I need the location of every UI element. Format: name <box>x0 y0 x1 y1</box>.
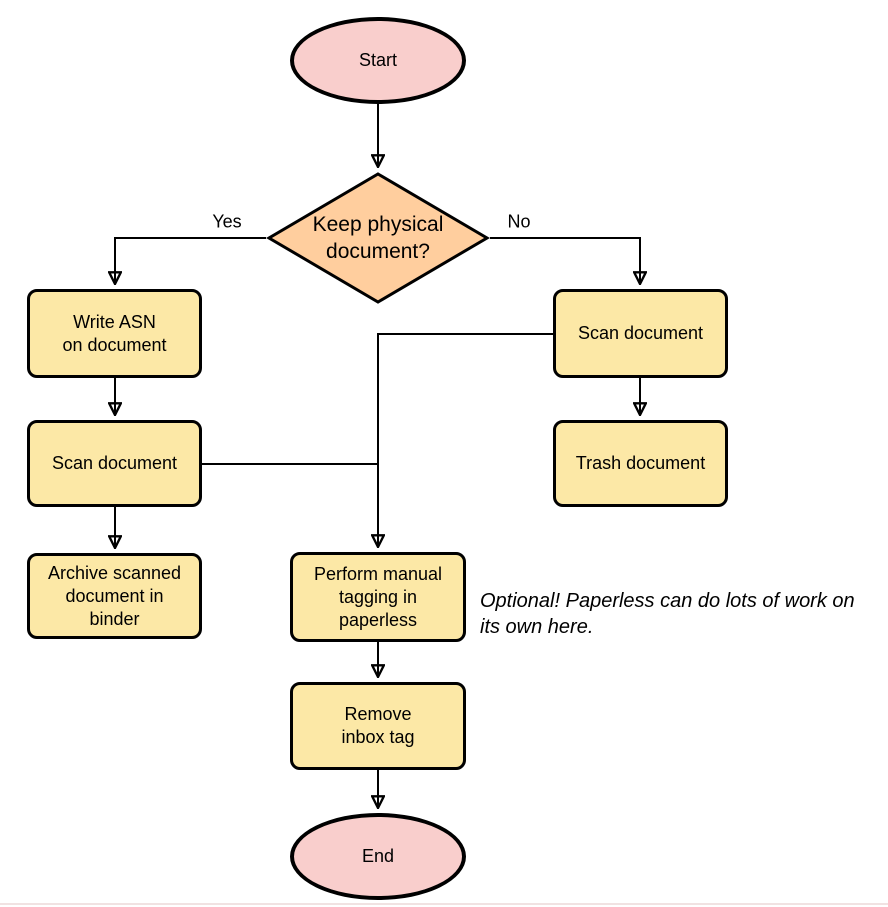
node-decision-label: Keep physical document? <box>312 213 444 263</box>
node-start-label: Start <box>358 50 397 70</box>
node-perform-manual-tagging-label: Perform manual tagging in paperless <box>313 563 443 630</box>
edge-label-yes: Yes <box>210 211 244 233</box>
node-remove-inbox-tag-label: Remove inbox tag <box>341 704 415 747</box>
edge-label-no: No <box>505 211 533 233</box>
node-scan-document-left-label: Scan document <box>51 453 178 473</box>
edge-decision-no-to-scan-right <box>490 237 640 284</box>
node-trash-document: Trash document <box>553 420 728 507</box>
node-scan-document-left: Scan document <box>27 420 202 507</box>
node-scan-document-right-label: Scan document <box>577 323 704 343</box>
node-archive-scanned-document-label: Archive scanned document in binder <box>47 562 182 629</box>
node-perform-manual-tagging: Perform manual tagging in paperless <box>290 552 466 642</box>
node-start-terminator: Start <box>290 17 466 104</box>
decision-diamond-shape <box>266 172 490 304</box>
bottom-edge-divider <box>0 903 888 905</box>
node-trash-document-label: Trash document <box>575 453 706 473</box>
node-archive-scanned-document: Archive scanned document in binder <box>27 553 202 639</box>
node-write-asn-label: Write ASN on document <box>62 311 167 355</box>
node-end-terminator: End <box>290 813 466 900</box>
note-optional-paperless: Optional! Paperless can do lots of work … <box>480 590 855 638</box>
node-scan-document-right: Scan document <box>553 289 728 378</box>
node-write-asn: Write ASN on document <box>27 289 202 378</box>
node-end-label: End <box>361 846 395 866</box>
edge-scan-right-to-tagging <box>378 333 553 547</box>
node-remove-inbox-tag: Remove inbox tag <box>290 682 466 770</box>
node-decision-keep-physical: Keep physical document? <box>266 172 490 304</box>
edge-decision-yes-to-write-asn <box>115 237 266 284</box>
